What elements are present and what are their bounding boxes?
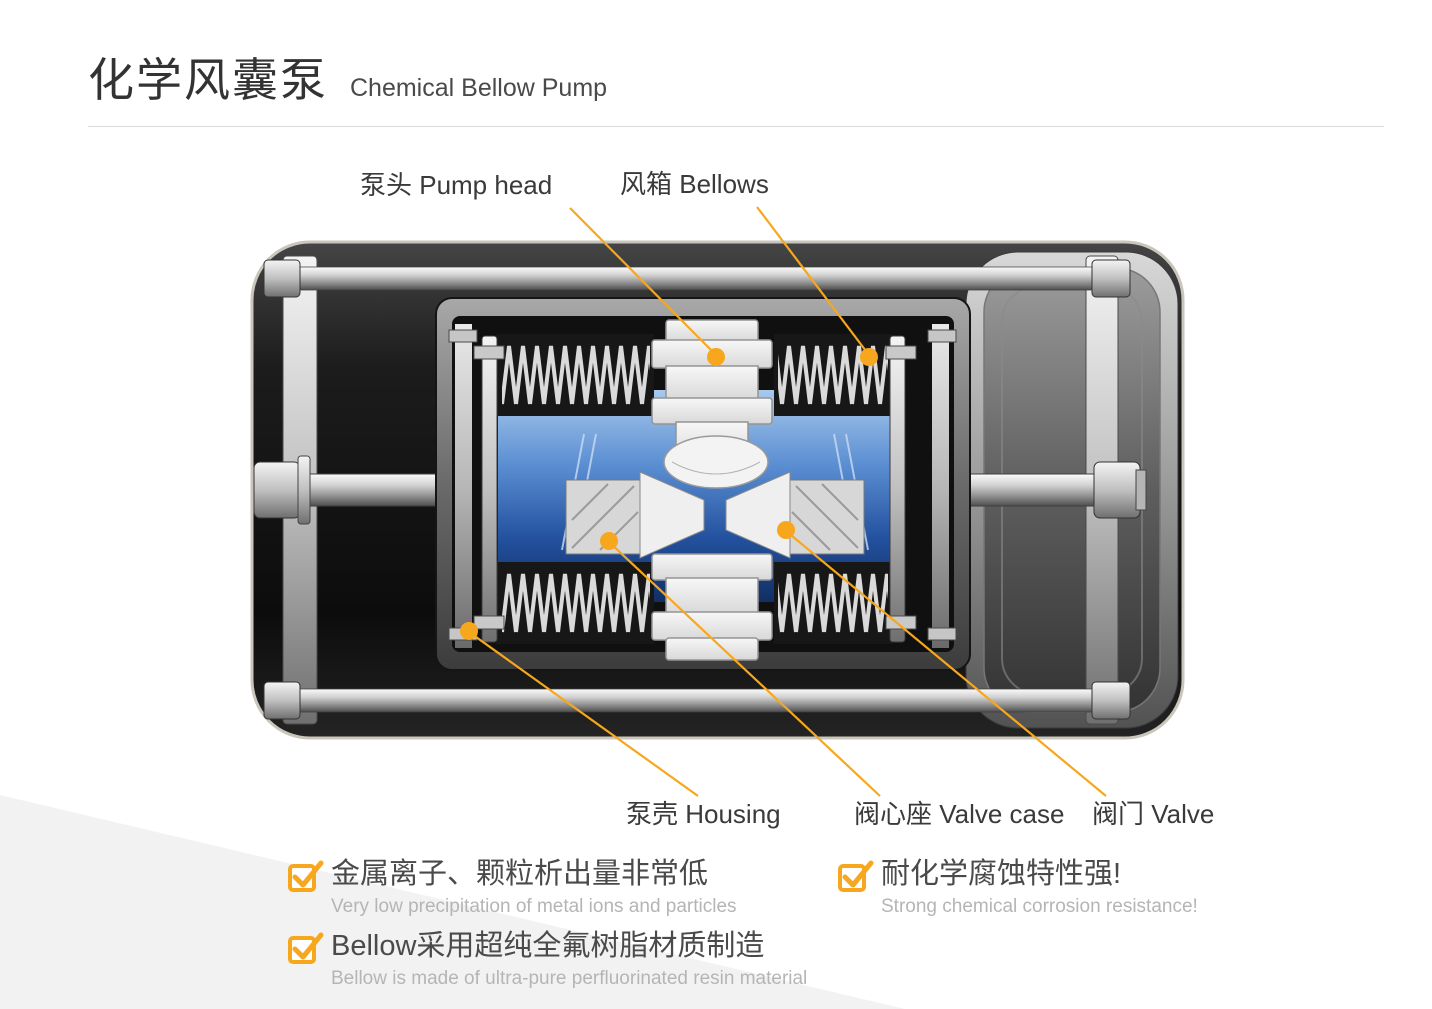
feature-item-precipitation: 金属离子、颗粒析出量非常低 Very low precipitation of … xyxy=(288,858,737,918)
callout-dots xyxy=(460,348,878,640)
check-icon xyxy=(838,860,874,892)
page-title-en: Chemical Bellow Pump xyxy=(350,74,608,102)
right-support-column xyxy=(932,324,949,648)
label-bellows: 风箱 Bellows xyxy=(620,169,769,199)
callout-dot-bellows xyxy=(860,348,878,366)
feature-text-en: Very low precipitation of metal ions and… xyxy=(331,896,737,918)
feature-text-en: Strong chemical corrosion resistance! xyxy=(881,896,1198,918)
tie-rods-outer xyxy=(263,259,1131,720)
callout-dot-pump-head xyxy=(707,348,725,366)
feature-text-en: Bellow is made of ultra-pure perfluorina… xyxy=(331,968,808,990)
leader-line-valve-case xyxy=(608,541,881,797)
tie-rod-top xyxy=(295,266,1103,291)
label-housing: 泵壳 Housing xyxy=(626,799,781,829)
leader-line-pump-head xyxy=(569,207,717,356)
feature-text-zh: 金属离子、颗粒析出量非常低 xyxy=(331,858,709,890)
background-diagonal xyxy=(0,795,905,1009)
feature-texts: 金属离子、颗粒析出量非常低 Very low precipitation of … xyxy=(331,858,737,918)
feature-texts: Bellow采用超纯全氟树脂材质制造 Bellow is made of ult… xyxy=(331,930,807,990)
leader-line-valve xyxy=(785,530,1107,797)
middle-shaft-left-nut xyxy=(253,461,301,519)
feature-texts: 耐化学腐蚀特性强! Strong chemical corrosion resi… xyxy=(881,858,1198,918)
middle-shaft-left-washer xyxy=(297,455,311,525)
feature-item-corrosion: 耐化学腐蚀特性强! Strong chemical corrosion resi… xyxy=(838,858,1198,918)
middle-shaft-right-cap xyxy=(1135,469,1147,511)
label-pump-head: 泵头 Pump head xyxy=(360,170,553,200)
label-valve: 阀门 Valve xyxy=(1092,799,1215,829)
check-icon xyxy=(288,932,324,964)
valve-assembly xyxy=(561,433,869,559)
feature-text-zh: 耐化学腐蚀特性强! xyxy=(881,858,1122,890)
callout-dot-valve-case xyxy=(600,532,618,550)
valve-case-right-hatch xyxy=(791,483,859,551)
valve-cone-left xyxy=(639,471,705,559)
leader-line-housing xyxy=(468,631,699,797)
left-support-column xyxy=(455,324,472,648)
tie-rod-bottom-left-bolt xyxy=(263,681,301,720)
feature-item-material: Bellow采用超纯全氟树脂材质制造 Bellow is made of ult… xyxy=(288,930,807,990)
page-title-zh: 化学风囊泵 xyxy=(88,54,328,106)
callout-leader-lines xyxy=(468,206,1107,797)
tie-rod-top-right-nut xyxy=(1091,259,1131,298)
bellows-top-left xyxy=(502,340,650,410)
valve-lens xyxy=(663,435,769,489)
label-valve-case: 阀心座 Valve case xyxy=(854,799,1065,829)
bellows-plate-bolts xyxy=(473,345,917,630)
callout-dot-housing xyxy=(460,622,478,640)
callout-dot-valve xyxy=(777,521,795,539)
middle-shaft-right-nut xyxy=(1093,461,1141,519)
check-icon xyxy=(288,860,324,892)
valve-lens-seam xyxy=(671,461,761,475)
bellows-plate-right xyxy=(889,335,906,643)
bellows-plate-left xyxy=(481,335,498,643)
leader-line-bellows xyxy=(756,206,870,356)
bellows-bottom-right xyxy=(778,568,888,638)
tie-rod-bottom-right-nut xyxy=(1091,681,1131,720)
feature-text-zh: Bellow采用超纯全氟树脂材质制造 xyxy=(331,930,765,962)
header-divider xyxy=(88,126,1384,127)
tie-rod-top-left-bolt xyxy=(263,259,301,298)
header: 化学风囊泵 Chemical Bellow Pump xyxy=(88,44,1384,127)
bellows-bottom-left xyxy=(502,568,650,638)
